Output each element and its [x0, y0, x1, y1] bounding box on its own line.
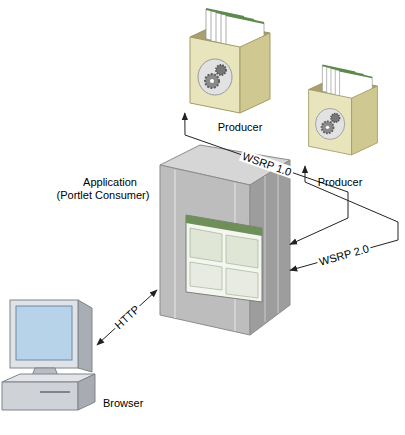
producer-node: Producer	[180, 5, 275, 113]
producer-illustration	[190, 9, 270, 113]
desktop-side	[78, 374, 95, 410]
screen	[186, 215, 262, 302]
drive-slot	[40, 391, 70, 393]
connector-label: HTTP	[111, 302, 143, 333]
monitor-side	[78, 300, 92, 372]
browser-node: Browser	[5, 300, 97, 415]
connector-label: WSRP 2.0	[316, 242, 372, 268]
screen-panel	[190, 262, 222, 290]
monitor-screen	[16, 306, 72, 360]
computer-illustration	[2, 300, 95, 410]
screen-panel	[190, 228, 222, 262]
tower-stripe	[264, 176, 266, 322]
desktop-front	[2, 382, 78, 410]
screen-panel	[226, 268, 258, 298]
connector-line	[290, 166, 398, 270]
connector-line	[97, 290, 157, 345]
node-label: Producer	[210, 121, 270, 134]
screen-panel	[226, 235, 258, 268]
server-illustration	[160, 145, 290, 335]
producer-illustration	[309, 65, 378, 154]
node-label: Application (Portlet Consumer)	[54, 176, 152, 202]
node-label: Browser	[103, 397, 158, 410]
node-label: Producer	[310, 176, 370, 189]
monitor-bezel	[10, 300, 78, 368]
tower-stripe	[174, 170, 176, 318]
tower-stripe	[277, 168, 279, 313]
producer-node: Producer	[300, 58, 378, 166]
consumer-node: Application (Portlet Consumer)	[157, 150, 290, 335]
